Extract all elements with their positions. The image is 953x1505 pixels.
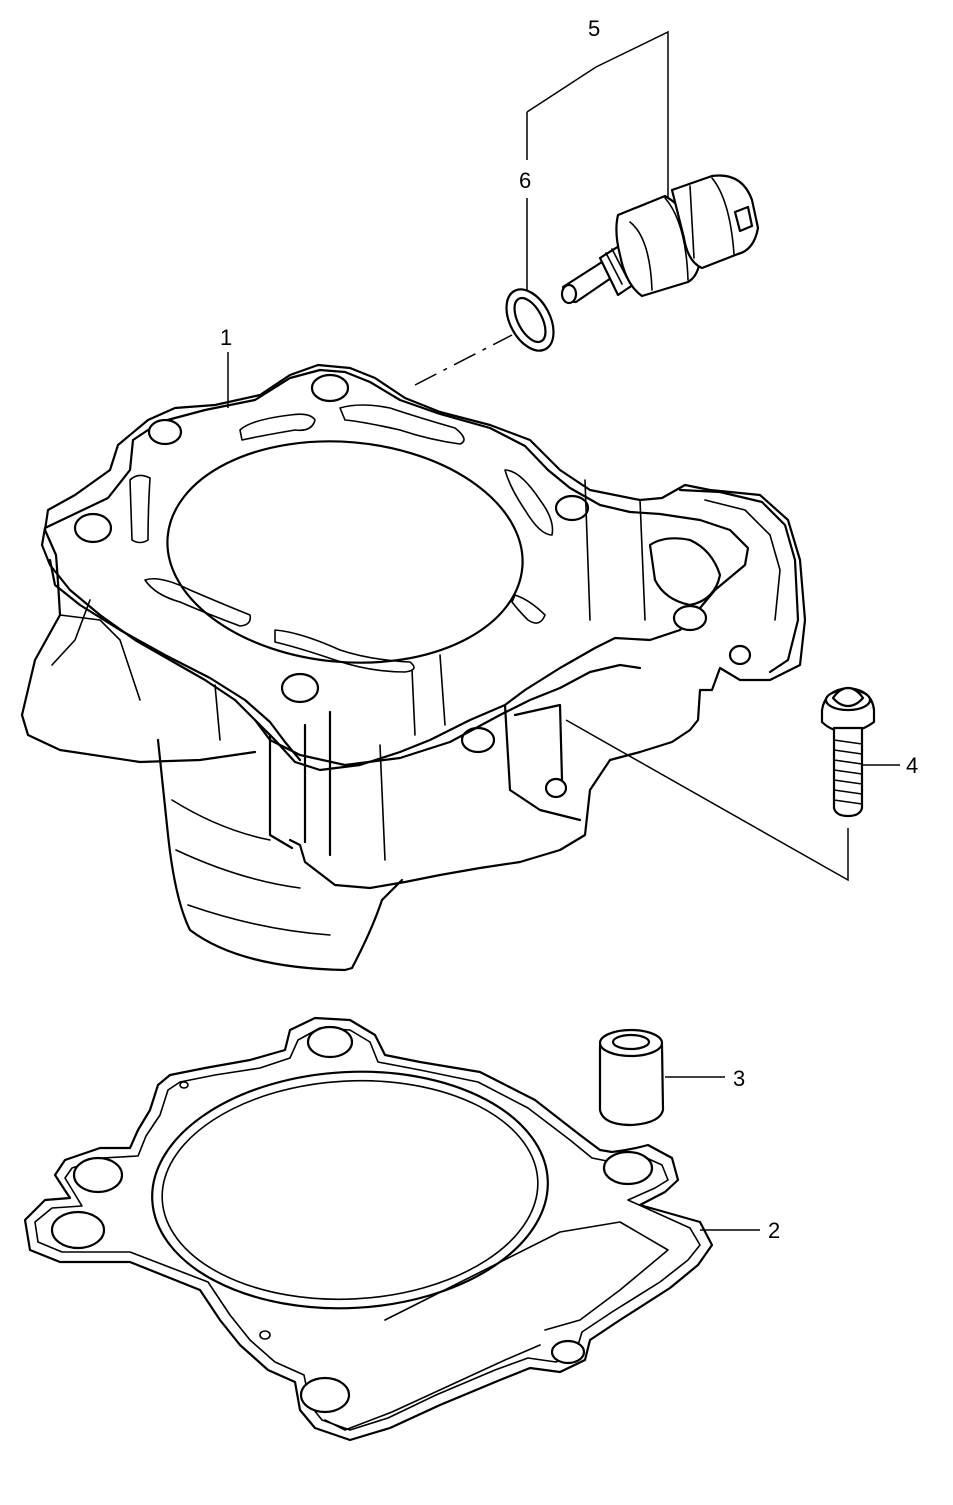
callout-2: 2 [768,1218,780,1243]
gasket-icon[interactable] [23,1016,714,1442]
callout-1: 1 [220,325,232,350]
dowel-pin-icon[interactable] [598,1028,665,1127]
o-ring-icon[interactable] [497,281,563,358]
sensor-axis-line [414,334,513,386]
callout-5: 5 [588,16,600,41]
cylinder-icon[interactable] [20,363,807,972]
leader-lines [227,30,900,1231]
callout-labels: 5 6 1 4 3 2 [220,16,918,1243]
bolt-icon[interactable] [820,686,876,818]
callout-3: 3 [733,1066,745,1091]
leader-4-axis [565,719,849,882]
temperature-sensor-icon[interactable] [560,174,760,305]
leader-5 [526,30,669,197]
callout-4: 4 [906,753,918,778]
callout-6: 6 [519,168,531,193]
